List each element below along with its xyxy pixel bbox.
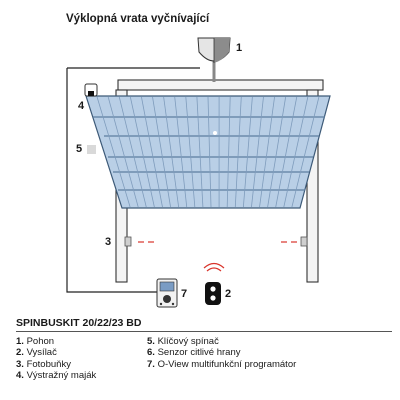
- legend-column-left: 1. Pohon 2. Vysílač 3. Fotobuňky 4. Výst…: [16, 336, 96, 381]
- divider: [16, 331, 392, 332]
- legend-item: 1. Pohon: [16, 336, 55, 347]
- door-handle: [213, 131, 217, 135]
- door-rib: [118, 96, 147, 208]
- kit-title: SPINBUSKIT 20/22/23 BD: [16, 317, 142, 329]
- door-rib: [259, 96, 275, 208]
- door-rib: [141, 96, 163, 208]
- door-rib: [207, 96, 212, 208]
- warning-lamp-icon: [84, 83, 98, 97]
- programmer-icon: [156, 278, 178, 308]
- door-rib: [242, 96, 253, 208]
- legend-column-right: 5. Klíčový spínač 6. Senzor citlivé hran…: [147, 336, 296, 370]
- callout-2: 2: [225, 288, 232, 300]
- door-rib: [152, 96, 171, 208]
- transmitter-icon: [205, 282, 221, 305]
- legend-item: 4. Výstražný maják: [16, 369, 97, 381]
- door-rib: [129, 96, 155, 208]
- door-rib: [283, 96, 309, 208]
- callout-7: 7: [181, 288, 188, 300]
- callout-4: 4: [78, 100, 85, 112]
- callout-5: 5: [76, 143, 83, 155]
- door-rib: [96, 96, 131, 208]
- legend-item: 3. Fotobuňky: [16, 358, 71, 370]
- tilting-door: [85, 95, 331, 209]
- frame-top-beam: [117, 79, 324, 91]
- legend-item: 6. Senzor citlivé hrany: [147, 347, 241, 359]
- door-rib: [196, 96, 204, 208]
- signal-waves-icon: [203, 262, 225, 272]
- legend-item: 2. Vysílač: [16, 347, 57, 359]
- door-rib: [234, 96, 242, 208]
- callout-1: 1: [236, 42, 243, 54]
- door-rib: [107, 96, 139, 208]
- legend-item: 5. Klíčový spínač: [147, 336, 219, 347]
- diagram-title: Výklopná vrata vyčnívající: [66, 13, 210, 25]
- legend-item: 7. O-View multifunkční programátor: [147, 358, 297, 370]
- wiring-loop: [66, 67, 200, 293]
- key-switch-icon: [87, 145, 96, 154]
- callout-3: 3: [105, 236, 112, 248]
- door-rib: [163, 96, 180, 208]
- door-rib: [185, 96, 196, 208]
- frame-right-post: [306, 89, 319, 283]
- door-rib: [251, 96, 264, 208]
- door-rib: [226, 96, 231, 208]
- door-rib: [174, 96, 188, 208]
- photocell-icon: [124, 236, 308, 247]
- door-rib: [291, 96, 320, 208]
- motor-icon: [197, 37, 231, 82]
- door-rib: [267, 96, 287, 208]
- door-rib: [275, 96, 298, 208]
